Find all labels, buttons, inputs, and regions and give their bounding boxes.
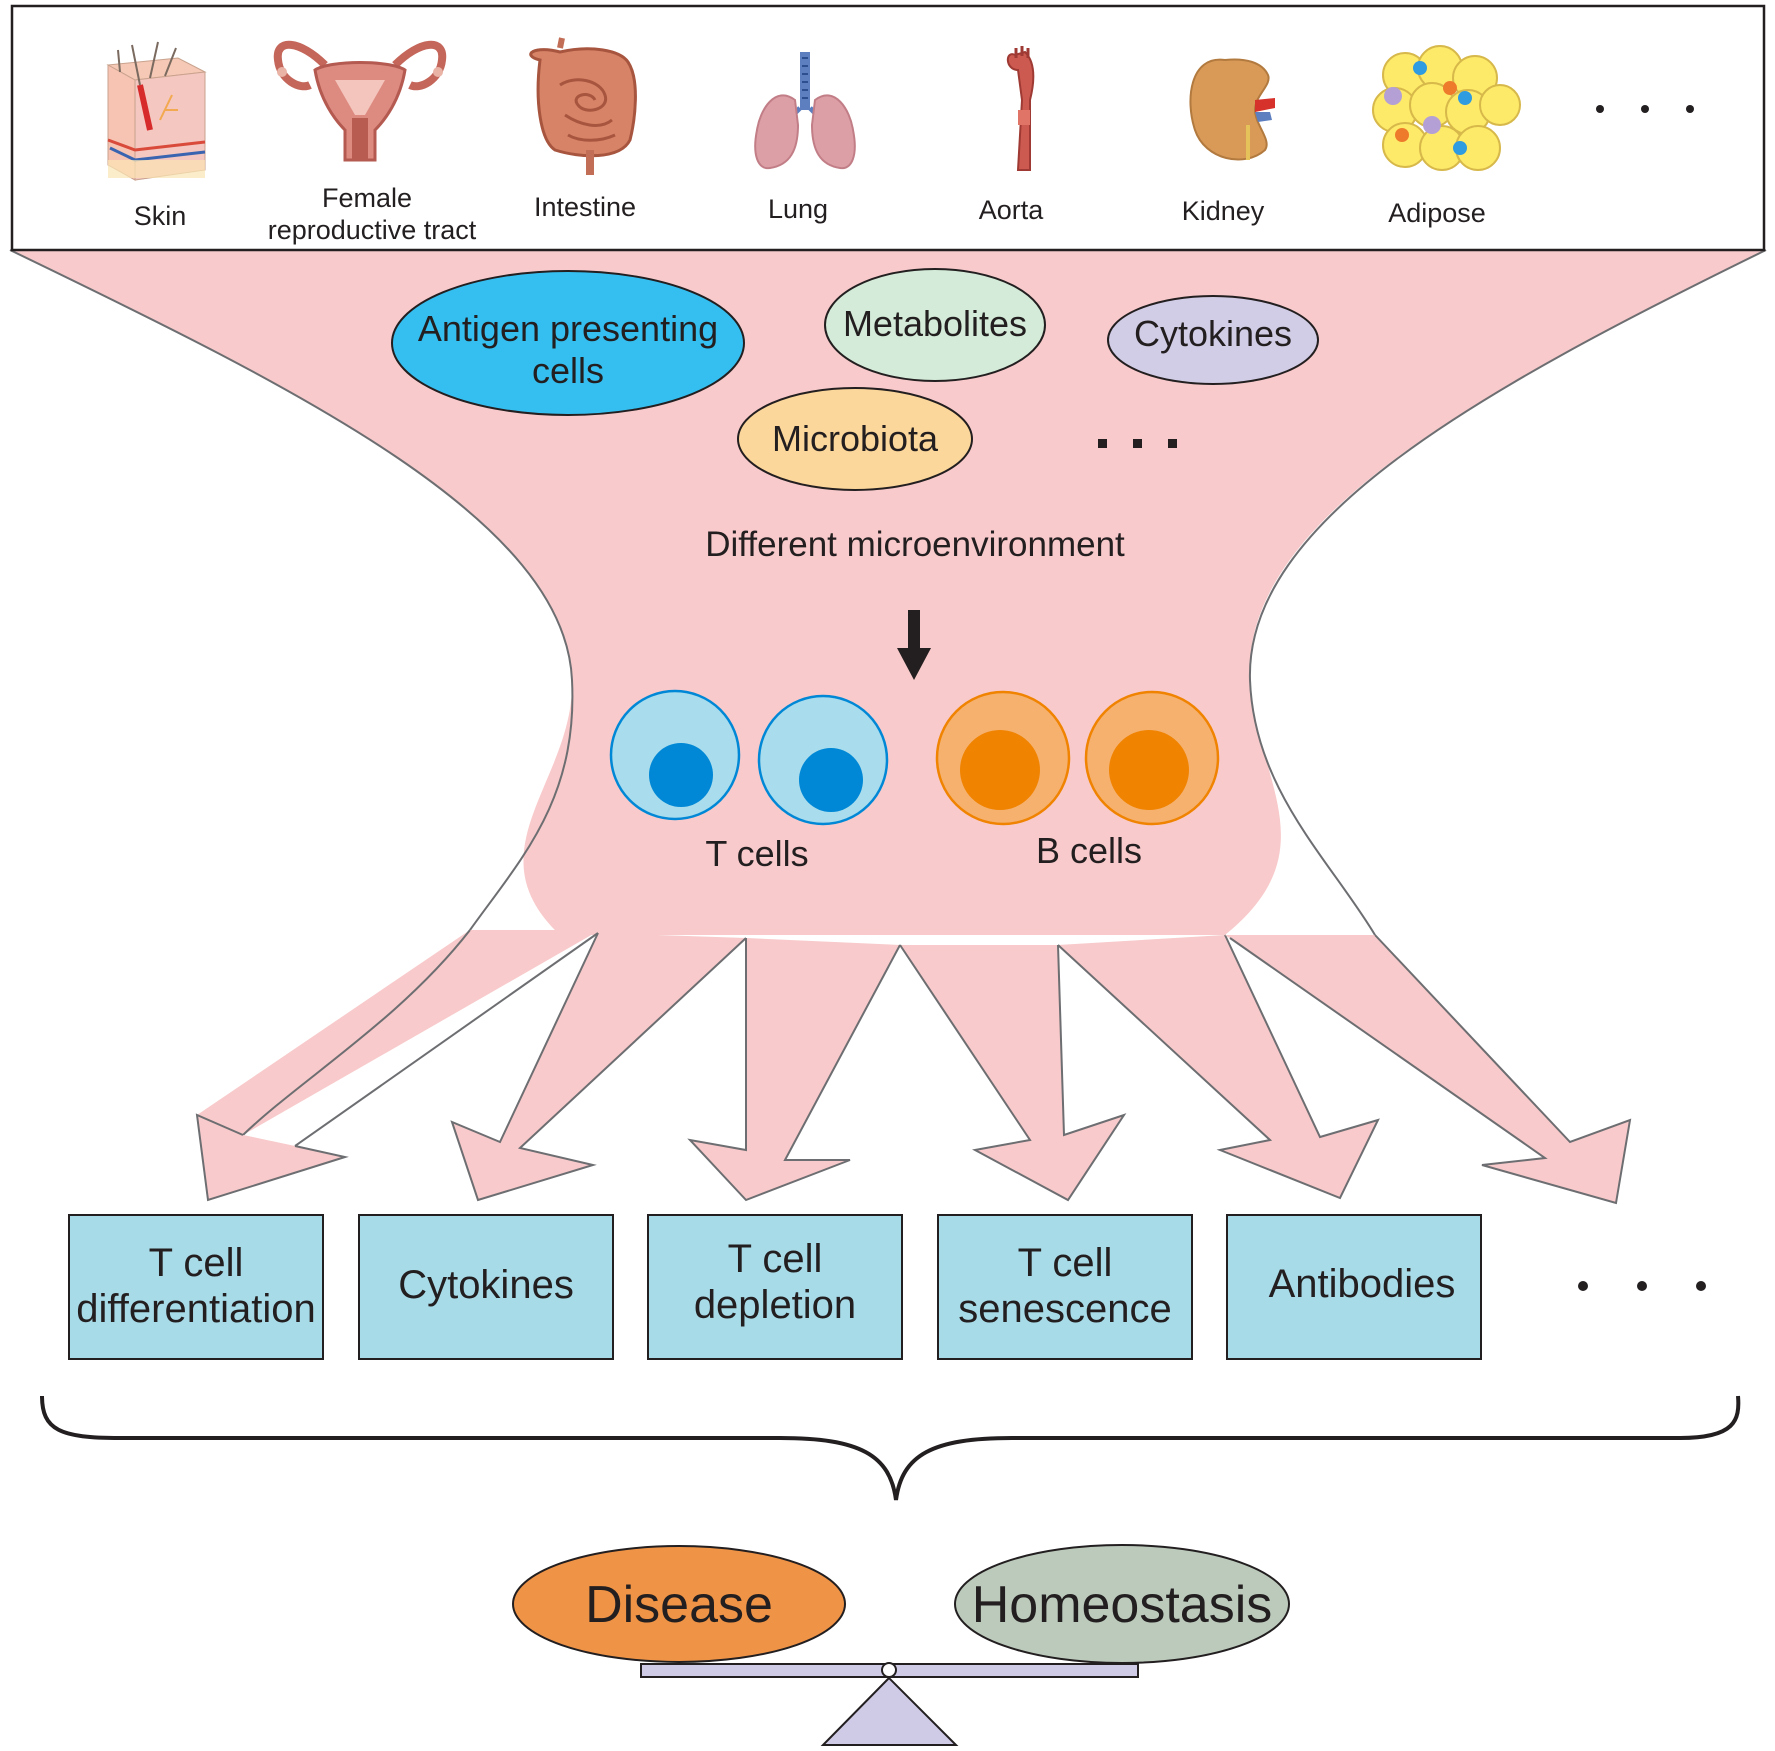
t-cell-2	[757, 694, 889, 826]
tissue-label-female-line2: reproductive tract	[268, 215, 477, 245]
tissue-label-female-line1: Female	[322, 183, 412, 213]
tissue-label-adipose: Adipose	[1388, 198, 1486, 228]
factors-more-ellipsis	[1098, 439, 1177, 448]
apc-label-line2: cells	[532, 350, 604, 391]
tissue-label-lung: Lung	[768, 194, 828, 224]
lung-icon	[754, 52, 856, 170]
apc-label-line1: Antigen presenting	[418, 308, 718, 349]
outcome-2-line1: Cytokines	[398, 1263, 574, 1307]
disease-label: Disease	[585, 1576, 773, 1634]
funnel-right-edge	[1248, 249, 1767, 936]
funnel-body	[10, 250, 1766, 935]
outcome-3-line2: depletion	[694, 1283, 856, 1327]
outcome-box-4	[937, 1214, 1193, 1360]
arrow-3	[687, 938, 901, 1202]
b-cell-1	[935, 690, 1071, 826]
funnel-left-edge	[9, 249, 574, 931]
curly-brace	[40, 1395, 1741, 1501]
outcome-4-line1: T cell	[1018, 1241, 1113, 1285]
down-arrow	[897, 610, 931, 680]
outcome-box-1	[68, 1214, 324, 1360]
t-cell-1	[609, 689, 741, 821]
arrow-5	[1057, 934, 1380, 1200]
metabolites-label: Metabolites	[843, 303, 1027, 344]
outcome-3-line1: T cell	[728, 1237, 823, 1281]
t-cells-label: T cells	[705, 833, 808, 874]
outcome-box-2	[358, 1214, 614, 1360]
arrow-1	[195, 929, 600, 1202]
tissue-more-ellipsis	[1596, 105, 1694, 113]
outcome-box-5	[1226, 1214, 1482, 1360]
homeostasis-ellipse	[954, 1544, 1290, 1664]
cytokines-ellipse	[1107, 295, 1319, 385]
apc-ellipse	[391, 270, 745, 416]
microenvironment-label: Different microenvironment	[705, 525, 1125, 564]
outcomes-more-ellipsis	[1578, 1281, 1706, 1291]
balance-fulcrum	[820, 1676, 959, 1746]
arrow-6	[1225, 934, 1632, 1205]
aorta-icon	[1006, 46, 1035, 171]
microbiota-label: Microbiota	[772, 418, 939, 459]
tissue-label-skin: Skin	[134, 201, 187, 231]
intestine-icon	[529, 37, 637, 175]
adipose-icon	[1372, 45, 1521, 171]
tissue-label-aorta: Aorta	[979, 195, 1045, 225]
b-cell-2	[1084, 690, 1220, 826]
uterus-icon	[273, 40, 447, 162]
outcome-1-line1: T cell	[149, 1241, 244, 1285]
tissue-label-kidney: Kidney	[1182, 196, 1265, 226]
outcome-4-line2: senescence	[958, 1287, 1171, 1331]
outcome-box-3	[647, 1214, 903, 1360]
cytokines-factor-label: Cytokines	[1134, 313, 1292, 354]
skin-icon	[106, 41, 207, 181]
arrow-4	[899, 944, 1127, 1202]
balance-pivot	[881, 1662, 897, 1678]
outcome-1-line2: differentiation	[76, 1287, 315, 1331]
homeostasis-label: Homeostasis	[972, 1576, 1273, 1634]
microbiota-ellipse	[737, 387, 973, 491]
disease-ellipse	[512, 1545, 846, 1663]
arrow-2	[450, 932, 747, 1202]
tissue-panel	[10, 4, 1766, 252]
tissue-label-intestine: Intestine	[534, 192, 636, 222]
outcome-5-line1: Antibodies	[1269, 1262, 1456, 1306]
kidney-icon	[1189, 58, 1275, 161]
b-cells-label: B cells	[1036, 830, 1142, 871]
metabolites-ellipse	[824, 268, 1046, 382]
